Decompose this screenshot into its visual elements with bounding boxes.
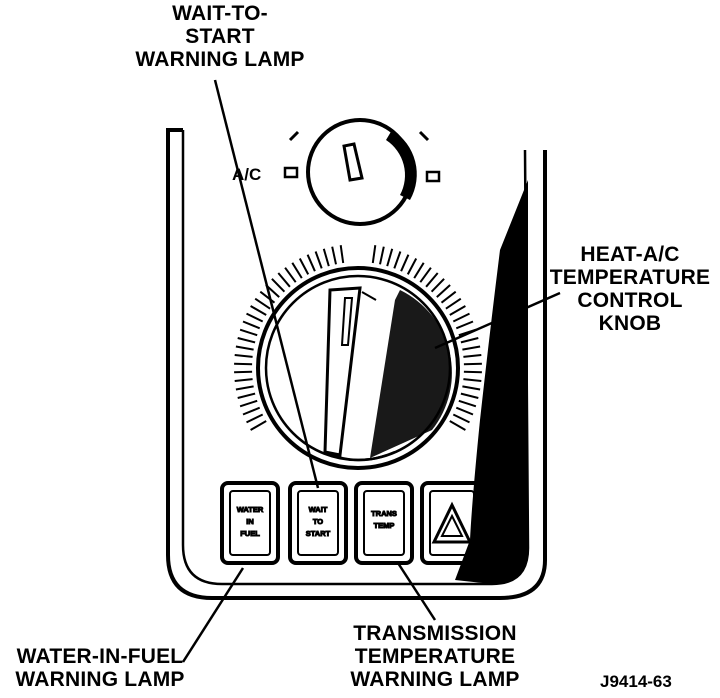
temperature-tick [419,267,432,283]
transmission-callout: TRANSMISSION TEMPERATURE WARNING LAMP [350,622,520,691]
transmission-leader [396,562,437,621]
temperature-tick [339,245,345,264]
temperature-tick [235,385,254,391]
temperature-tick [393,251,402,269]
water-in-fuel-callout: WATER-IN-FUEL WARNING LAMP [15,645,185,691]
heat-ac-callout: HEAT-A/C TEMPERATURE CONTROL KNOB [549,243,711,335]
temperature-tick [452,413,470,424]
temperature-tick [271,278,286,293]
temperature-tick [306,254,316,272]
panel-shadow [455,180,528,584]
temperature-control-knob [256,266,460,470]
temperature-tick [242,320,261,330]
temperature-tick [234,362,253,366]
temperature-tick [463,370,482,374]
temperature-tick [445,297,462,310]
temperature-tick [425,272,439,288]
temperature-tick [386,248,394,267]
temperature-tick [460,392,479,399]
temperature-tick [239,328,258,337]
wait-to-start-leader [213,79,320,489]
figure-id: J9414-63 [600,672,672,691]
temperature-tick [237,392,256,399]
trans-temp-lamp: TRANS TEMP [354,481,414,565]
temperature-tick [284,267,297,283]
temperature-tick [449,305,466,316]
temperature-tick [234,354,253,358]
ac-indicator-right [425,170,441,183]
temperature-tick [298,258,310,275]
temperature-tick [379,246,385,265]
temperature-tick [406,258,418,275]
leader-lines [181,79,561,663]
temperature-tick [436,284,451,298]
temperature-tick [242,406,261,416]
wait-to-start-lamp-line1: WAIT [309,505,328,514]
temperature-tick [400,254,410,272]
temperature-tick [462,385,481,391]
temperature-tick [463,354,482,358]
temperature-tick [235,345,254,351]
water-in-fuel-lamp-line2: IN [246,517,254,526]
temperature-tick [455,320,474,330]
temperature-tick [413,262,425,279]
temperature-tick [246,413,264,424]
temperature-tick [463,362,482,366]
temperature-tick [440,290,457,304]
trans-temp-lamp-line1: TRANS [371,509,397,518]
temperature-tick [239,399,258,408]
temperature-tick [455,406,474,416]
wait-to-start-lamp-line2: TO [313,517,323,526]
temperature-tick [314,251,323,269]
water-in-fuel-lamp: WATER IN FUEL [220,481,280,565]
wait-to-start-lamp-line3: START [306,529,331,538]
temperature-tick [371,245,377,264]
temperature-scale [234,245,482,431]
temperature-tick [277,272,291,288]
trans-temp-lamp-line2: TEMP [374,521,395,530]
temperature-tick [458,399,477,408]
ac-indicator-left [283,166,299,179]
temperature-tick [250,420,267,431]
temperature-tick [463,378,482,382]
temperature-tick [254,297,271,310]
heat-ac-leader [434,291,561,350]
temperature-tick [322,248,330,267]
panel-housing [166,128,547,600]
water-in-fuel-leader [181,567,245,663]
temperature-tick [331,246,337,265]
temperature-tick [430,278,445,293]
wait-to-start-callout: WAIT-TO- START WARNING LAMP [135,2,305,71]
temperature-tick [452,312,470,323]
warning-lamp-row: WATER IN FUEL WAIT TO START TRANS TEMP [220,481,484,565]
temperature-tick [234,370,253,374]
water-in-fuel-lamp-line3: FUEL [240,529,260,538]
hazard-switch [420,481,484,565]
blower-control-knob [283,118,441,226]
temperature-tick [460,337,479,344]
temperature-tick [237,337,256,344]
temperature-tick [250,305,267,316]
temperature-tick [449,420,466,431]
temperature-tick [259,290,276,304]
temperature-tick [234,378,253,382]
wait-to-start-lamp: WAIT TO START [288,481,348,565]
water-in-fuel-lamp-line1: WATER [237,505,264,514]
temperature-tick [246,312,264,323]
temperature-tick [462,345,481,351]
hazard-triangle-icon [431,501,473,544]
temperature-tick [291,262,303,279]
